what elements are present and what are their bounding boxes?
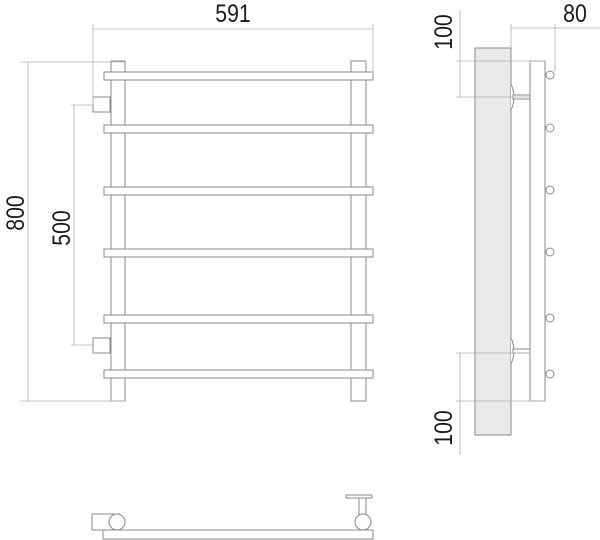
bar-section [545,369,555,379]
bar-section [545,247,555,257]
offset-label: 80 [563,0,587,27]
width-dimension: 591 [92,0,374,105]
top-offset-label: 100 [429,14,457,49]
width-label: 591 [215,0,250,27]
bar-section [545,185,555,195]
bar-section [545,70,555,80]
bottom-offset-label: 100 [429,410,457,445]
left-post [110,60,126,402]
bar [103,314,374,324]
wall-flange [345,494,373,499]
right-post-section [354,513,372,531]
bracket-stem [512,348,531,354]
bar [103,186,374,196]
bar [103,369,374,379]
front-view: 591 800 500 [1,0,374,402]
spacing-label: 500 [47,210,75,245]
left-post-section [108,513,126,531]
height-label: 800 [1,195,29,230]
wall [474,47,512,436]
bar [103,71,374,81]
bottom-offset-dimension: 100 [429,352,545,455]
base-bar [102,529,374,540]
side-post [529,60,546,402]
bar-section [545,313,555,323]
height-dimension: 800 [1,61,125,402]
top-view [91,494,374,540]
side-view: 80 100 100 [429,0,600,455]
top-offset-dimension: 100 [429,10,545,98]
offset-dimension: 80 [510,0,600,72]
bottom-connection [92,337,111,354]
right-post [350,60,367,402]
bar-section [545,123,555,133]
bar [103,248,374,258]
top-connection [92,96,111,113]
bar [103,124,374,134]
spacing-dimension: 500 [47,104,93,346]
bracket-stem [358,497,367,516]
